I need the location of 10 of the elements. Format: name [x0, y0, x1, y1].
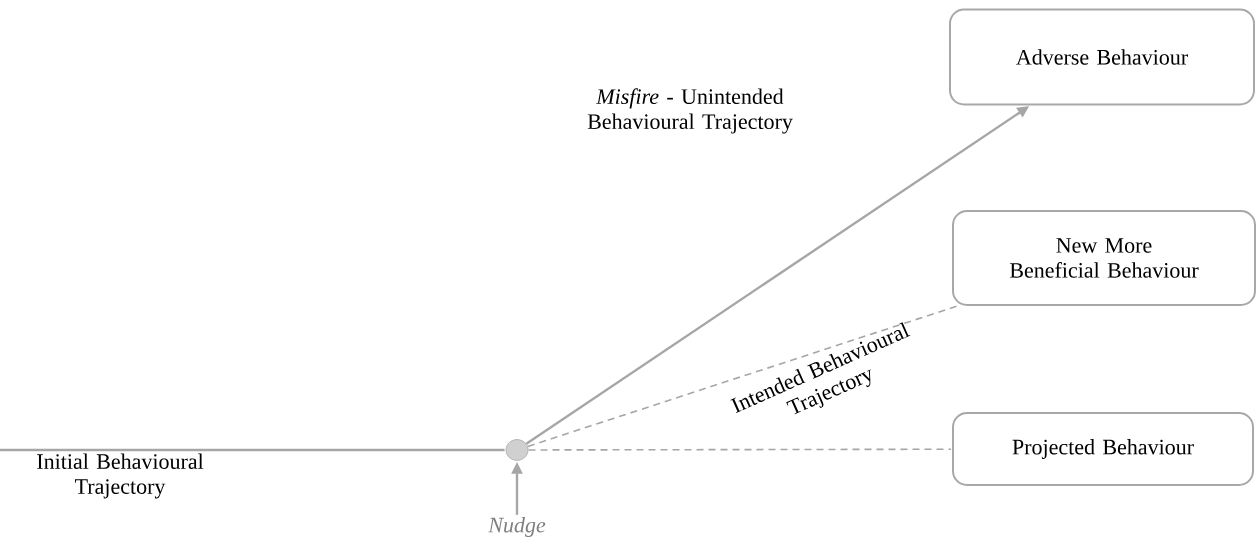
edge-label: Misfire - Unintended Behavioural Trajectory: [587, 88, 793, 134]
nudge-label: Nudge: [488, 517, 546, 537]
behaviour-box: New More Beneficial Behaviour: [952, 210, 1256, 306]
behaviour-box: Adverse Behaviour: [949, 8, 1255, 106]
edge-label: Initial Behavioural Trajectory: [37, 453, 204, 499]
connector-line: [0, 448, 505, 452]
connector-line: [527, 305, 958, 448]
behaviour-box: Projected Behaviour: [952, 412, 1254, 486]
connector-line: [527, 448, 952, 451]
nudge-point: [505, 439, 529, 461]
